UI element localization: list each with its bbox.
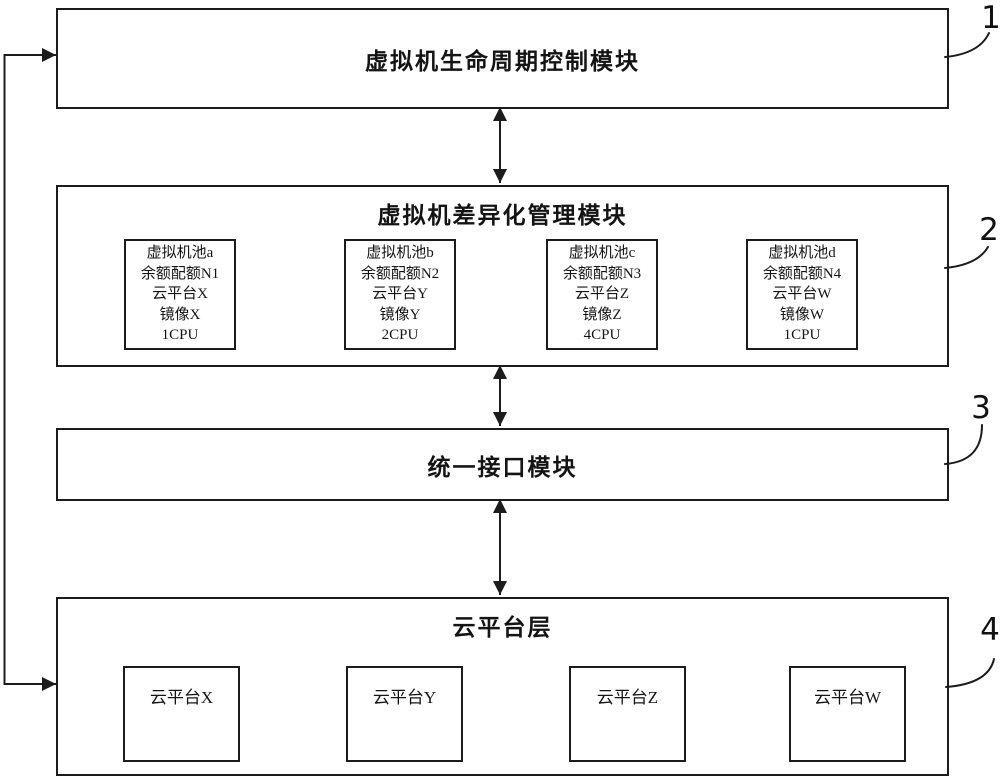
- module-2-title: 虚拟机差异化管理模块: [377, 203, 628, 228]
- left-feedback-arrow-line: [3, 48, 56, 691]
- pool-a-name: 虚拟机池a: [146, 245, 214, 262]
- pool-a-quota: 余额配额N1: [140, 265, 220, 282]
- ref-number-3: 3: [971, 390, 991, 426]
- pool-d-quota: 余额配额N4: [762, 265, 842, 282]
- module-vm-differentiation-management: 虚拟机差异化管理模块 虚拟机池a 余额配额N1 云平台X 镜像X 1CPU 虚拟…: [56, 185, 949, 367]
- pool-b-cpu: 2CPU: [381, 327, 419, 344]
- cloud-platform-x-label: 云平台X: [149, 688, 214, 707]
- pool-b-quota: 余额配额N2: [360, 265, 440, 282]
- pool-a-image: 镜像X: [159, 306, 201, 323]
- vm-pool-b-box: 虚拟机池b 余额配额N2 云平台Y 镜像Y 2CPU: [344, 239, 456, 350]
- cloud-platform-z-box: 云平台Z: [569, 666, 686, 762]
- pool-c-image: 镜像Z: [582, 306, 622, 323]
- pool-d-cpu: 1CPU: [783, 327, 821, 344]
- pool-b-platform: 云平台Y: [372, 286, 428, 303]
- pool-d-platform: 云平台W: [772, 286, 832, 303]
- vm-pool-d-box: 虚拟机池d 余额配额N4 云平台W 镜像W 1CPU: [746, 239, 858, 350]
- pool-c-platform: 云平台Z: [574, 286, 630, 303]
- module-vm-lifecycle-control: 虚拟机生命周期控制模块: [56, 8, 949, 109]
- ref1-leader-line: [944, 32, 990, 58]
- module-4-title: 云平台层: [452, 615, 553, 640]
- pool-b-name: 虚拟机池b: [366, 245, 434, 262]
- pool-c-quota: 余额配额N3: [562, 265, 642, 282]
- ref-number-4: 4: [980, 612, 1000, 648]
- cloud-platform-w-label: 云平台W: [813, 688, 882, 707]
- pool-b-image: 镜像Y: [379, 306, 421, 323]
- cloud-platform-y-label: 云平台Y: [372, 688, 437, 707]
- vm-pool-c-box: 虚拟机池c 余额配额N3 云平台Z 镜像Z 4CPU: [546, 239, 658, 350]
- pool-a-cpu: 1CPU: [161, 327, 199, 344]
- cloud-platform-z-label: 云平台Z: [596, 688, 659, 707]
- cloud-platform-y-box: 云平台Y: [346, 666, 463, 762]
- ref3-leader-line: [944, 424, 983, 465]
- module-unified-interface: 统一接口模块: [56, 428, 949, 501]
- pool-d-image: 镜像W: [779, 306, 825, 323]
- module-1-title: 虚拟机生命周期控制模块: [365, 48, 640, 74]
- pool-c-cpu: 4CPU: [583, 327, 621, 344]
- pool-a-platform: 云平台X: [152, 286, 208, 303]
- pool-c-name: 虚拟机池c: [568, 245, 636, 262]
- ref-number-2: 2: [979, 212, 999, 248]
- cloud-platform-w-box: 云平台W: [789, 666, 906, 762]
- ref-number-1: 1: [981, 0, 1000, 36]
- module-cloud-platform-layer: 云平台层 云平台X 云平台Y 云平台Z 云平台W: [56, 597, 949, 776]
- cloud-platform-x-box: 云平台X: [123, 666, 240, 762]
- module-3-title: 统一接口模块: [427, 454, 578, 480]
- ref2-leader-line: [944, 246, 989, 269]
- vm-pool-a-box: 虚拟机池a 余额配额N1 云平台X 镜像X 1CPU: [124, 239, 236, 350]
- pool-d-name: 虚拟机池d: [768, 245, 836, 262]
- ref4-leader-line: [945, 658, 995, 688]
